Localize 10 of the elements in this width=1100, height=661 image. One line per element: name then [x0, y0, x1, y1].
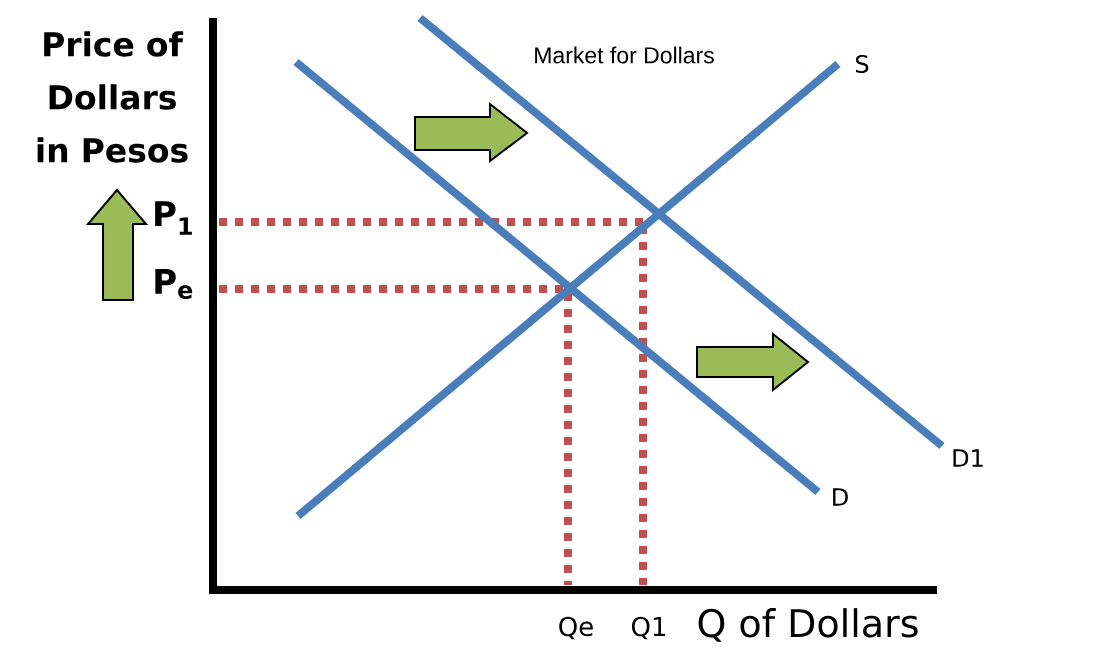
curve-label: D1 — [953, 449, 983, 467]
chart-title: Market for Dollars — [535, 46, 714, 64]
price-label: P$_{e}$ — [155, 269, 193, 299]
curve-label: S — [855, 54, 869, 74]
quantity-label: Qe — [559, 616, 593, 640]
price-label: P$_{1}$ — [155, 201, 192, 235]
quantity-label: Q1 — [631, 616, 666, 640]
axis-label: Price of Dollars in Pesos — [37, 31, 188, 163]
curve-label: D — [833, 488, 848, 506]
axis-label: Q of Dollars — [698, 608, 918, 642]
